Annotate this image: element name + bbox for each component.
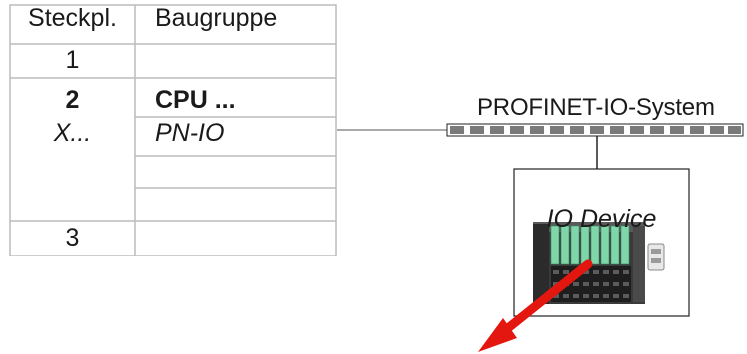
profinet-system-label: PROFINET-IO-System [477,94,715,121]
slot-table: Steckpl. Baugruppe 1 2 CPU ... X... PN-I… [0,0,337,256]
module-pn-io: PN-IO [155,119,225,147]
slot-2: 2 [65,86,80,114]
module-cpu: CPU ... [155,86,236,114]
slot-3: 3 [65,224,80,252]
header-slot: Steckpl. [28,4,117,32]
slot-interface: X... [53,119,92,147]
red-arrow-icon [478,259,593,352]
slot-table-grid [9,4,337,256]
header-module: Baugruppe [155,4,278,32]
io-device-title: IO Device [546,205,657,233]
profinet-bus [446,123,744,137]
slot-1: 1 [65,46,80,74]
